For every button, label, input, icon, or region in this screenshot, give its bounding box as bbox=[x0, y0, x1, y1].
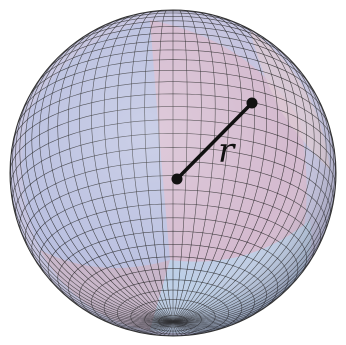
radius-label: r bbox=[218, 131, 236, 171]
radius-indicator: r bbox=[171, 97, 258, 185]
sphere-shading bbox=[10, 10, 336, 336]
sphere-outline bbox=[9, 9, 337, 337]
sphere-surface bbox=[10, 10, 336, 336]
surface-point bbox=[246, 97, 258, 109]
radius-line bbox=[175, 101, 254, 181]
center-point bbox=[171, 173, 183, 185]
